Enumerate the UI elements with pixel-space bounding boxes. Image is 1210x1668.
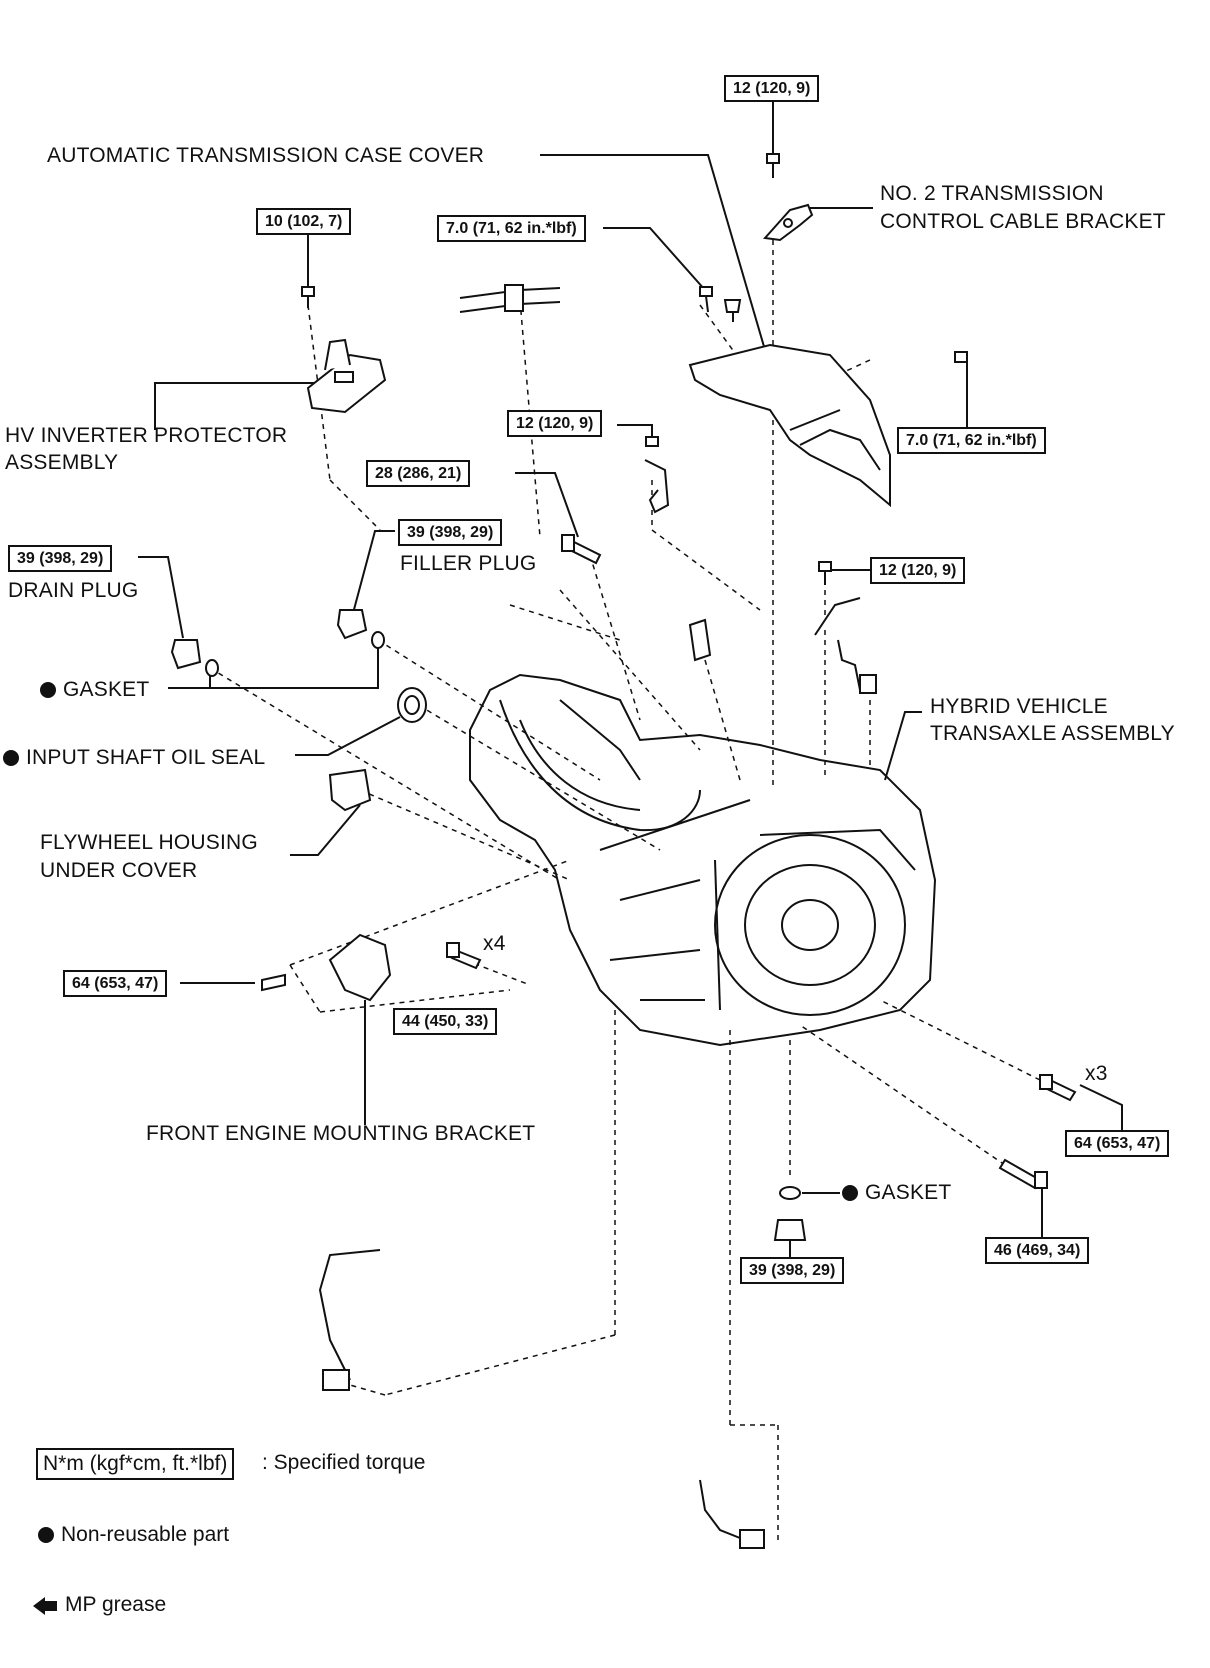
torque-box-filler: 39 (398, 29)	[398, 519, 503, 546]
leader-mid-bracket	[617, 424, 653, 437]
label-flywheel-line1: FLYWHEEL HOUSING	[40, 831, 258, 854]
torque-box-mid-bracket: 12 (120, 9)	[507, 410, 603, 437]
leader-gasket-left	[168, 648, 379, 689]
torque-box-cover-right: 7.0 (71, 62 in.*lbf)	[897, 427, 1046, 454]
torque-box-bottom-bolt: 46 (469, 34)	[985, 1237, 1090, 1264]
label-x3: x3	[1085, 1062, 1108, 1085]
label-flywheel-line2: UNDER COVER	[40, 859, 198, 882]
legend-torque-text: : Specified torque	[262, 1451, 426, 1474]
label-transaxle-line1: HYBRID VEHICLE	[930, 695, 1108, 718]
transaxle-body	[469, 673, 937, 1047]
grease-arrow-tail-icon	[45, 1601, 57, 1611]
torque-box-hv-inverter: 10 (102, 7)	[256, 208, 352, 235]
leader-right-bolts	[1079, 1084, 1123, 1140]
label-hv-inverter-line2: ASSEMBLY	[5, 451, 119, 474]
label-gasket-left: GASKET	[40, 676, 149, 704]
nonreusable-dot-icon	[40, 682, 56, 698]
leader-flywheel	[290, 804, 361, 856]
torque-box-mount-bolts: 44 (450, 33)	[393, 1008, 498, 1035]
torque-box-right-bolts: 64 (653, 47)	[1065, 1130, 1170, 1157]
label-x4: x4	[483, 932, 506, 955]
label-gasket-bottom: GASKET	[842, 1179, 951, 1207]
leader-28	[515, 472, 579, 538]
legend-nonreusable: Non-reusable part	[38, 1521, 229, 1549]
torque-box-top: 12 (120, 9)	[724, 75, 820, 102]
nonreusable-dot-icon	[3, 750, 19, 766]
label-transaxle-line2: TRANSAXLE ASSEMBLY	[930, 722, 1175, 745]
leader-cover-right-torque	[955, 357, 968, 438]
torque-box-cover-left: 7.0 (71, 62 in.*lbf)	[437, 215, 586, 242]
legend-torque-box: N*m (kgf*cm, ft.*lbf)	[36, 1448, 235, 1480]
label-cable-bracket-line1: NO. 2 TRANSMISSION	[880, 182, 1104, 205]
label-front-engine-mount: FRONT ENGINE MOUNTING BRACKET	[146, 1122, 536, 1145]
leader-case-cover	[540, 154, 766, 351]
legend-grease: MP grease	[33, 1591, 166, 1619]
torque-box-mount-left: 64 (653, 47)	[63, 970, 168, 997]
leader-filler	[351, 530, 395, 618]
nonreusable-dot-icon	[38, 1527, 54, 1543]
label-input-shaft-seal: INPUT SHAFT OIL SEAL	[3, 744, 265, 772]
torque-box-drain: 39 (398, 29)	[8, 545, 113, 572]
torque-box-bottom-plug: 39 (398, 29)	[740, 1257, 845, 1284]
grease-arrow-icon	[33, 1597, 45, 1615]
leader-hv-label	[154, 382, 318, 430]
label-hv-inverter-line1: HV INVERTER PROTECTOR	[5, 424, 288, 447]
leader-drain	[138, 556, 184, 639]
label-filler-plug: FILLER PLUG	[400, 552, 537, 575]
label-drain-plug: DRAIN PLUG	[8, 579, 139, 602]
torque-box-28: 28 (286, 21)	[366, 460, 471, 487]
leader-cover-left-torque	[603, 227, 706, 291]
leader-input-seal	[295, 716, 401, 756]
torque-box-right-bracket: 12 (120, 9)	[870, 557, 966, 584]
leader-transaxle	[884, 711, 922, 781]
nonreusable-dot-icon	[842, 1185, 858, 1201]
label-case-cover: AUTOMATIC TRANSMISSION CASE COVER	[47, 144, 485, 167]
label-cable-bracket-line2: CONTROL CABLE BRACKET	[880, 210, 1166, 233]
